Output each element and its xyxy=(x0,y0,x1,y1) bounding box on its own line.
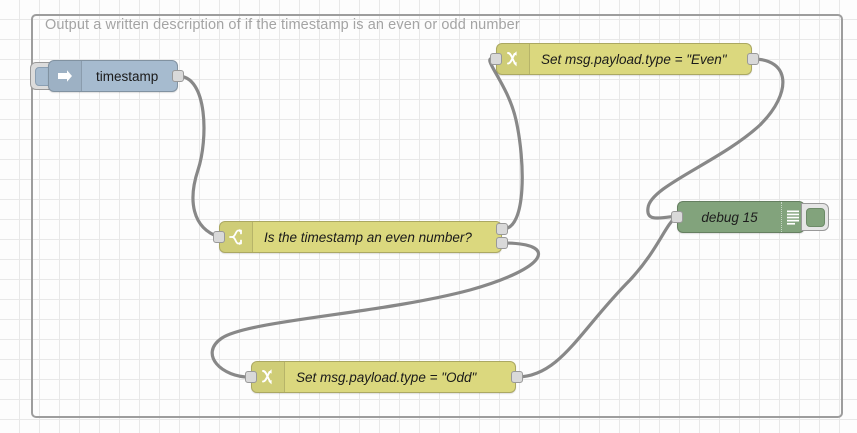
change-shuffle-icon xyxy=(497,44,530,74)
inject-output-port[interactable] xyxy=(172,70,184,82)
node-group-label: Output a written description of if the t… xyxy=(45,17,520,33)
debug-input-port[interactable] xyxy=(671,211,683,223)
inject-arrow-icon xyxy=(49,61,82,91)
change-odd-input-port[interactable] xyxy=(245,371,257,383)
debug-enable-toggle[interactable] xyxy=(801,203,829,231)
node-change-odd[interactable]: Set msg.payload.type = "Odd" xyxy=(251,361,516,393)
change-even-node-label: Set msg.payload.type = "Even" xyxy=(541,51,727,67)
change-even-output-port[interactable] xyxy=(747,53,759,65)
switch-output-port-1[interactable] xyxy=(496,223,508,235)
switch-fork-icon xyxy=(220,222,253,252)
change-shuffle-icon xyxy=(252,362,285,392)
debug-toggle-pad xyxy=(805,207,825,227)
node-change-even[interactable]: Set msg.payload.type = "Even" xyxy=(496,43,752,75)
debug-node-label: debug 15 xyxy=(701,209,758,225)
node-debug[interactable]: debug 15 xyxy=(677,201,805,233)
node-switch-even-check[interactable]: Is the timestamp an even number? xyxy=(219,221,502,253)
node-group-box[interactable] xyxy=(31,14,843,418)
inject-node-label: timestamp xyxy=(96,68,159,84)
switch-output-port-2[interactable] xyxy=(496,237,508,249)
switch-node-label: Is the timestamp an even number? xyxy=(264,229,472,245)
node-inject-timestamp[interactable]: timestamp xyxy=(48,60,178,92)
change-even-input-port[interactable] xyxy=(490,53,502,65)
change-odd-node-label: Set msg.payload.type = "Odd" xyxy=(296,369,477,385)
change-odd-output-port[interactable] xyxy=(511,371,523,383)
switch-input-port[interactable] xyxy=(213,231,225,243)
debug-lines-icon xyxy=(781,202,804,232)
